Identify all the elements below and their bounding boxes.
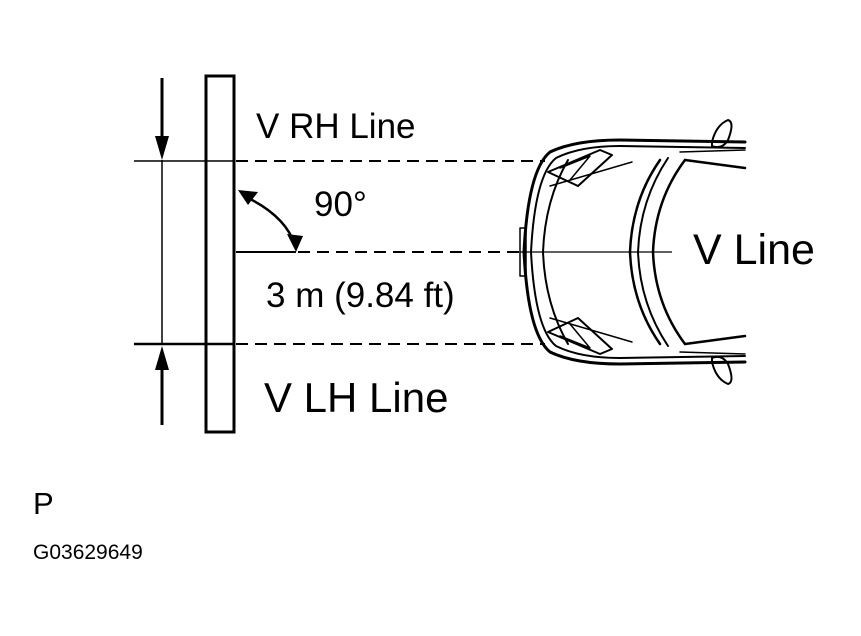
- arrow-up-icon: [155, 346, 169, 370]
- arrow-down-icon: [155, 136, 169, 160]
- wall-screen: [204, 74, 236, 434]
- figure-code: G03629649: [33, 541, 143, 564]
- angle-arc: [238, 190, 303, 252]
- vehicle-top-view: [519, 119, 747, 385]
- v-lh-line-label: V LH Line: [264, 374, 449, 421]
- arc-arrow-bottom-icon: [287, 234, 303, 252]
- v-rh-line-label: V RH Line: [256, 107, 416, 146]
- arc-arrow-top-icon: [238, 190, 258, 205]
- distance-label: 3 m (9.84 ft): [266, 276, 455, 315]
- footer-letter: P: [33, 486, 54, 521]
- angle-label: 90°: [314, 185, 367, 224]
- v-line-label: V Line: [693, 226, 815, 274]
- dimension-arrows: [155, 78, 169, 425]
